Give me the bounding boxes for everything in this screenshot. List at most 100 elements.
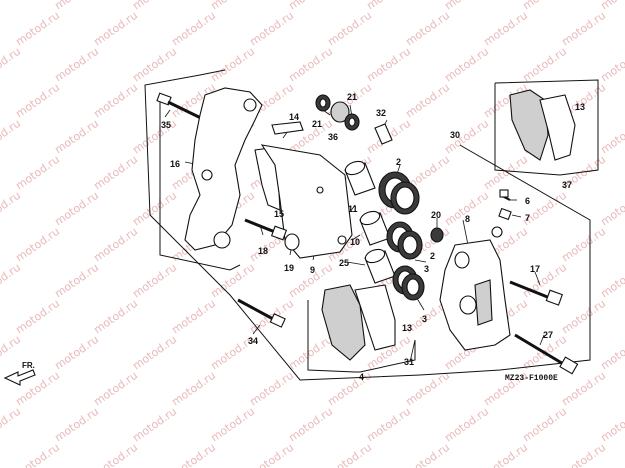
watermark-text: motod.ru xyxy=(286,333,335,373)
watermark-text: motod.ru xyxy=(0,333,23,373)
watermark-text: motod.ru xyxy=(0,261,23,301)
watermark-text: motod.ru xyxy=(52,189,101,229)
watermark-text: motod.ru xyxy=(364,45,413,85)
callout-label: 13 xyxy=(575,102,585,112)
callout-label: 8 xyxy=(465,214,470,224)
callout-label: 21 xyxy=(347,92,357,102)
watermark-text: motod.ru xyxy=(130,117,179,157)
watermark-text: motod.ru xyxy=(13,153,62,193)
callout-label: 2 xyxy=(430,251,435,261)
watermark-text: motod.ru xyxy=(52,45,101,85)
callout-label: 7 xyxy=(525,213,530,223)
callout-label: 19 xyxy=(284,263,294,273)
watermark-text: motod.ru xyxy=(520,405,569,445)
watermark-text: motod.ru xyxy=(559,225,608,265)
watermark-text: motod.ru xyxy=(130,189,179,229)
front-direction-label: FR. xyxy=(22,361,35,370)
watermark-text: motod.ru xyxy=(130,45,179,85)
pad-spring-14-icon xyxy=(271,121,304,135)
watermark-text: motod.ru xyxy=(52,261,101,301)
watermark-text: motod.ru xyxy=(13,441,62,468)
watermark-text: motod.ru xyxy=(91,297,140,337)
callout-label: 3 xyxy=(424,264,429,274)
callout-label: 6 xyxy=(525,196,530,206)
callout-label: 35 xyxy=(161,120,171,130)
watermark-text: motod.ru xyxy=(286,0,335,12)
watermark-text: motod.ru xyxy=(520,45,569,85)
watermark-text: motod.ru xyxy=(403,81,452,121)
watermark-text: motod.ru xyxy=(442,405,491,445)
watermark-text: motod.ru xyxy=(247,9,296,49)
callout-label: 3 xyxy=(422,314,427,324)
watermark-text: motod.ru xyxy=(520,0,569,12)
watermark-text: motod.ru xyxy=(130,0,179,12)
watermark-text: motod.ru xyxy=(559,297,608,337)
watermark-text: motod.ru xyxy=(208,405,257,445)
bolt-17-icon xyxy=(509,280,563,306)
callout-label: 11 xyxy=(348,204,358,214)
callout-label: 10 xyxy=(350,237,360,247)
callout-label: 30 xyxy=(450,130,460,140)
callout-label: 4 xyxy=(359,372,364,382)
watermark-text: motod.ru xyxy=(0,45,23,85)
watermark-text: motod.ru xyxy=(91,9,140,49)
watermark-text: motod.ru xyxy=(0,405,23,445)
watermark-text: motod.ru xyxy=(598,0,625,12)
watermark-text: motod.ru xyxy=(13,225,62,265)
watermark-text: motod.ru xyxy=(598,261,625,301)
parts-artwork xyxy=(3,87,579,386)
watermark-text: motod.ru xyxy=(325,441,374,468)
bolt-35-icon xyxy=(156,92,206,122)
sleeve-32-icon xyxy=(374,123,393,145)
watermark-text: motod.ru xyxy=(481,153,530,193)
caliper-bracket-16-icon xyxy=(184,87,263,251)
callout-label: 37 xyxy=(562,180,572,190)
bolt-27-icon xyxy=(514,333,579,375)
watermark-text: motod.ru xyxy=(208,45,257,85)
callout-label: 13 xyxy=(402,323,412,333)
watermark-text: motod.ru xyxy=(130,333,179,373)
bleeder-cap-20-icon xyxy=(430,227,444,243)
pin-boot-18-19-icon xyxy=(244,218,300,251)
watermark-text: motod.ru xyxy=(130,405,179,445)
seal-boot-21-36-icon xyxy=(315,94,360,131)
callout-label: 34 xyxy=(248,336,258,346)
watermark-text: motod.ru xyxy=(0,117,23,157)
watermark-text: motod.ru xyxy=(169,369,218,409)
watermark-text: motod.ru xyxy=(325,369,374,409)
callout-label: 14 xyxy=(289,112,299,122)
drawing-code: MZ23-F1000E xyxy=(505,374,558,383)
watermark-text: motod.ru xyxy=(247,441,296,468)
watermark-text: motod.ru xyxy=(0,189,23,229)
watermark-text: motod.ru xyxy=(169,9,218,49)
watermark-text: motod.ru xyxy=(364,0,413,12)
watermark-text: motod.ru xyxy=(442,0,491,12)
pistons-icon xyxy=(344,160,396,284)
callout-label: 21 xyxy=(312,119,322,129)
watermark-text: motod.ru xyxy=(403,441,452,468)
callout-label: 2 xyxy=(396,157,401,167)
callout-label: 27 xyxy=(543,330,553,340)
callout-labels: 2 2 3 3 4 6 7 8 9 10 11 13 13 14 15 16 1… xyxy=(22,92,585,383)
watermark-text: motod.ru xyxy=(247,369,296,409)
callout-label: 36 xyxy=(328,132,338,142)
watermark-text: motod.ru xyxy=(0,0,23,12)
watermark-text: motod.ru xyxy=(91,81,140,121)
callout-label: 25 xyxy=(339,258,349,268)
watermark-text: motod.ru xyxy=(481,441,530,468)
watermark-text: motod.ru xyxy=(52,117,101,157)
watermark-text: motod.ru xyxy=(559,9,608,49)
callout-label: 15 xyxy=(274,209,284,219)
watermark-text: motod.ru xyxy=(598,333,625,373)
brake-pads-upper-icon xyxy=(509,89,576,161)
callout-label: 18 xyxy=(258,246,268,256)
callout-label: 16 xyxy=(170,159,180,169)
watermark-text: motod.ru xyxy=(52,333,101,373)
watermark-text: motod.ru xyxy=(91,441,140,468)
watermark-text: motod.ru xyxy=(598,189,625,229)
watermark-text: motod.ru xyxy=(442,45,491,85)
watermark-text: motod.ru xyxy=(91,225,140,265)
watermark-text: motod.ru xyxy=(13,81,62,121)
callout-label: 32 xyxy=(376,108,386,118)
